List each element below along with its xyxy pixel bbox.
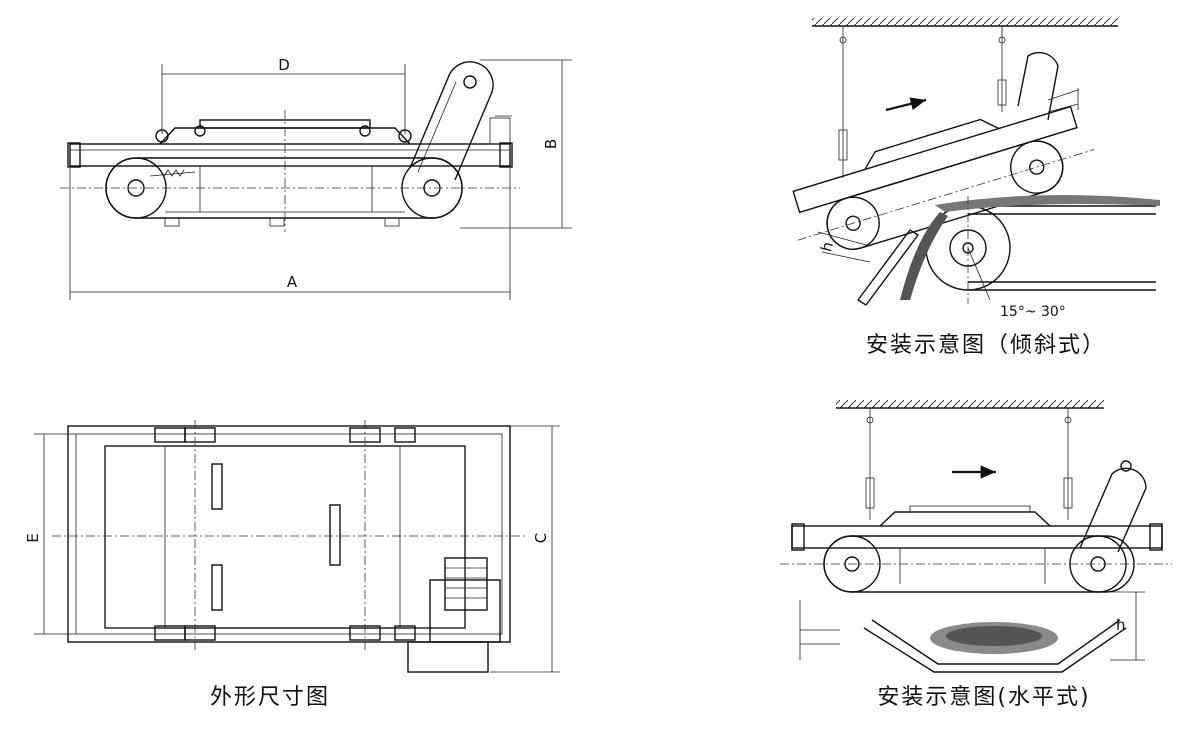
dim-c-label: C (532, 533, 550, 543)
dim-b-label: B (542, 139, 560, 149)
inclined-install-drawing (792, 18, 1160, 306)
top-view-drawing (34, 420, 560, 673)
inclined-dim-h-label: h (817, 240, 837, 254)
top-view-caption: 外形尺寸图 (210, 685, 330, 710)
horizontal-dim-h-label: h (1116, 616, 1126, 634)
inclined-angle-label: 15°~ 30° (1000, 304, 1066, 320)
inclined-install-caption: 安装示意图（倾斜式） (866, 333, 1106, 358)
dim-e-label: E (24, 533, 42, 542)
side-view-drawing (60, 59, 572, 300)
dim-a-label: A (287, 273, 298, 291)
dim-d-label: D (278, 56, 290, 74)
horizontal-install-caption: 安装示意图(水平式) (877, 685, 1090, 710)
horizontal-install-drawing (780, 400, 1172, 673)
